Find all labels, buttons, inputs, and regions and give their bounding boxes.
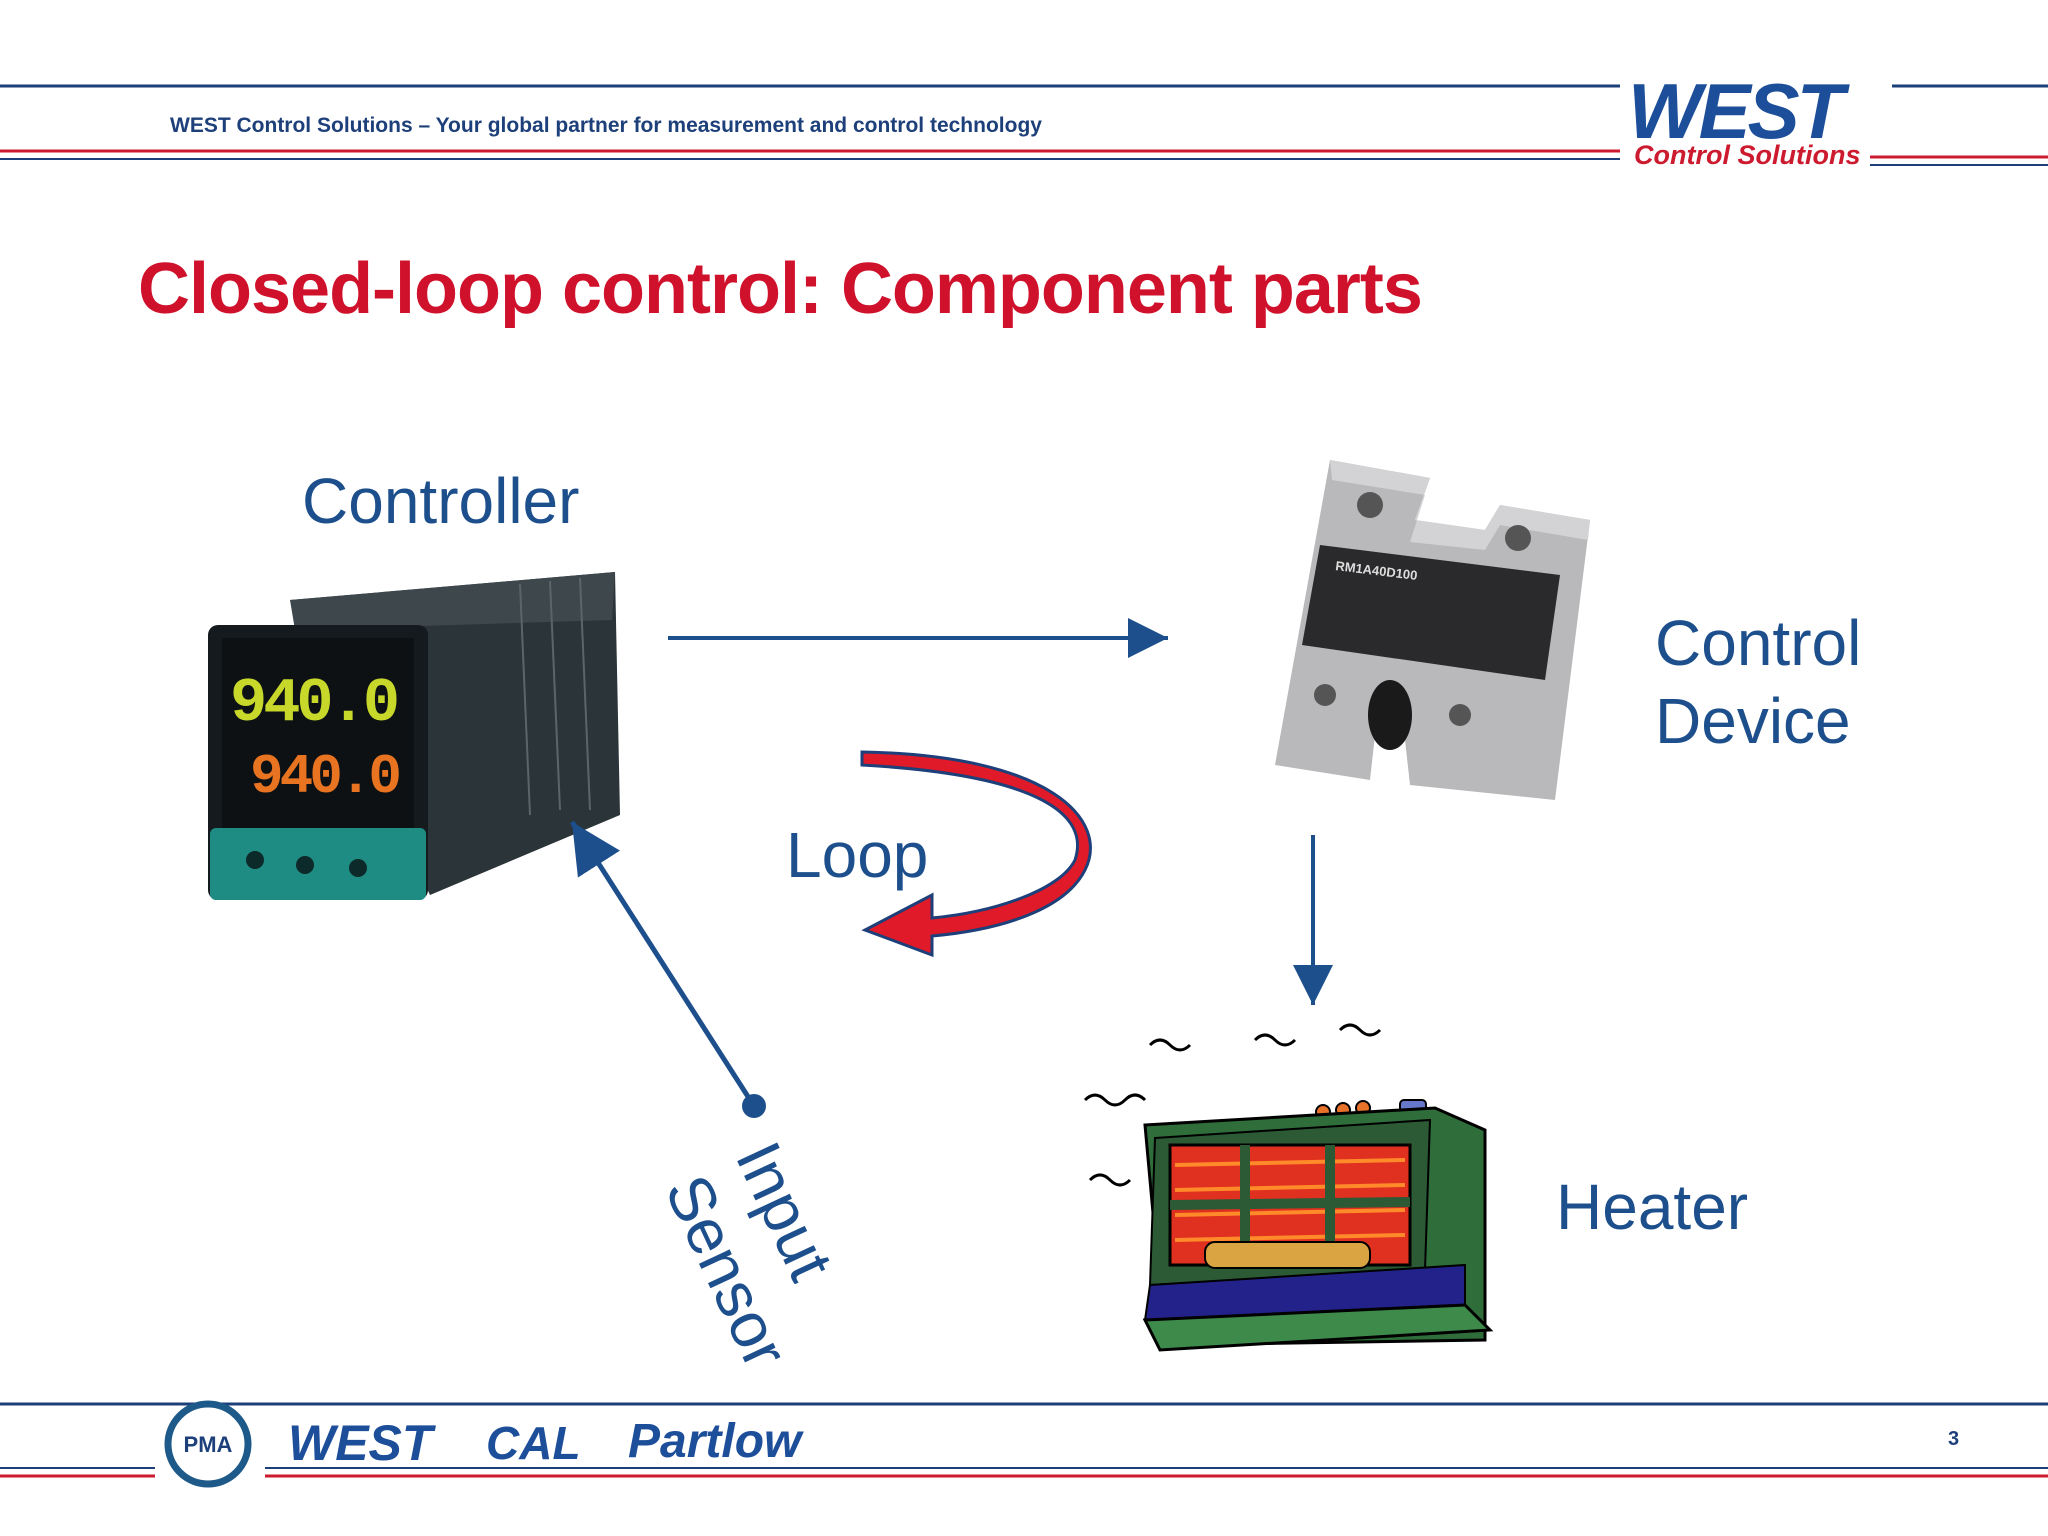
footer-west-logo: WEST: [288, 1415, 433, 1471]
pma-logo-text: PMA: [184, 1432, 233, 1457]
relay-image: RM1A40D100: [1275, 460, 1590, 800]
controller-label: Controller: [302, 465, 580, 537]
heater-image: [1083, 1023, 1494, 1352]
heater-label: Heater: [1556, 1171, 1749, 1243]
west-logo-subtitle: Control Solutions: [1630, 140, 1865, 171]
control-device-label: Control Device: [1655, 604, 1861, 760]
controller-image: 940.0 940.0: [208, 572, 620, 900]
header-tagline: WEST Control Solutions – Your global par…: [170, 114, 1042, 137]
control-device-line1: Control: [1655, 607, 1862, 679]
sensor-dot: [742, 1094, 766, 1118]
controller-button-1: [246, 851, 264, 869]
controller-button-3: [349, 859, 367, 877]
controller-bottom-display: 940.0: [250, 745, 399, 809]
footer-partlow-logo: Partlow: [628, 1415, 802, 1468]
page-number: 3: [1948, 1428, 1960, 1450]
pma-logo: PMA: [164, 1400, 252, 1488]
footer-cal-logo: CAL: [486, 1417, 581, 1469]
controller-top-display: 940.0: [230, 668, 397, 739]
loop-arrow: [860, 750, 1092, 958]
arrow-sensor-to-controller: [569, 820, 757, 1108]
controller-button-2: [296, 856, 314, 874]
header-rules: [0, 84, 2048, 166]
slide-title: Closed-loop control: Component parts: [138, 249, 1423, 329]
west-logo: WEST: [1628, 67, 1844, 155]
control-device-line2: Device: [1655, 685, 1851, 758]
footer-rules: [0, 1402, 2048, 1478]
loop-label: Loop: [786, 819, 929, 891]
